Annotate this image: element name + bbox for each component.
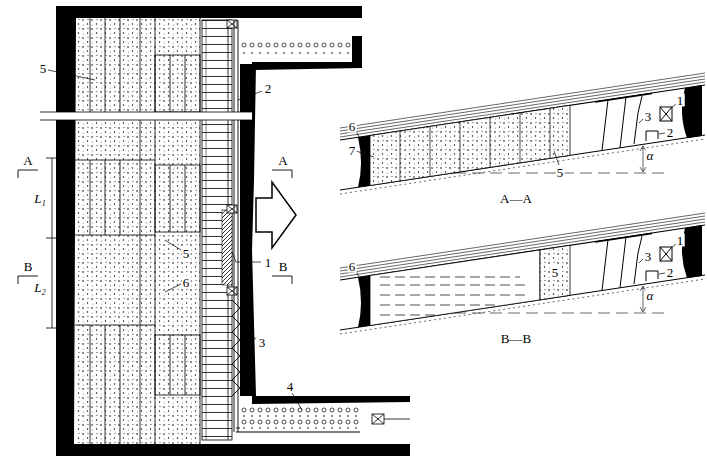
section-mark: B	[278, 260, 289, 273]
section-mark: A	[277, 154, 288, 167]
shearer-drums	[227, 20, 237, 295]
section-marks	[18, 170, 292, 284]
dimension-label: L₁	[33, 192, 47, 205]
angle-label: α	[646, 289, 655, 302]
callout-number: 6	[348, 120, 357, 133]
face-conveyor	[232, 20, 360, 432]
callout-number: 5	[39, 62, 48, 75]
angle-label: α	[646, 149, 655, 162]
section-mark: A	[22, 154, 33, 167]
break-gap	[40, 112, 252, 120]
shearer-section	[222, 210, 232, 285]
callout-number: 2	[666, 126, 675, 139]
callout-number: 1	[676, 234, 685, 247]
callout-number: 4	[286, 380, 295, 393]
backfill-area	[75, 18, 200, 444]
callout-number: 5	[551, 266, 560, 279]
leader-lines	[48, 70, 302, 410]
dimension-label: L₂	[33, 281, 47, 294]
callout-number: 6	[348, 260, 357, 273]
coal-rock-walls	[56, 6, 410, 456]
callout-number: 5	[556, 166, 565, 179]
callout-number: 6	[182, 276, 191, 289]
haulage-roadway	[240, 406, 360, 430]
backfill-blocks	[75, 18, 200, 444]
break-lines	[40, 112, 252, 120]
callout-number: 7	[348, 144, 357, 157]
section-b	[340, 213, 705, 334]
plan-view	[18, 6, 410, 456]
callout-number: 2	[666, 266, 675, 279]
callout-number: 1	[676, 94, 685, 107]
section-title: A—A	[499, 192, 533, 205]
callout-number: 2	[264, 82, 273, 95]
section-mark: B	[23, 260, 34, 273]
callout-number: 3	[644, 250, 653, 263]
callout-number: 1	[264, 256, 273, 269]
section-a	[340, 73, 705, 194]
section-title: B—B	[500, 332, 532, 345]
dimension-lines	[46, 158, 58, 328]
callout-number: 3	[258, 336, 267, 349]
pump-box	[372, 414, 410, 424]
return-airway	[240, 40, 352, 58]
callout-number: 3	[644, 110, 653, 123]
advance-arrow	[256, 182, 296, 248]
hydraulic-supports	[202, 20, 232, 440]
callout-number: 5	[182, 247, 191, 260]
